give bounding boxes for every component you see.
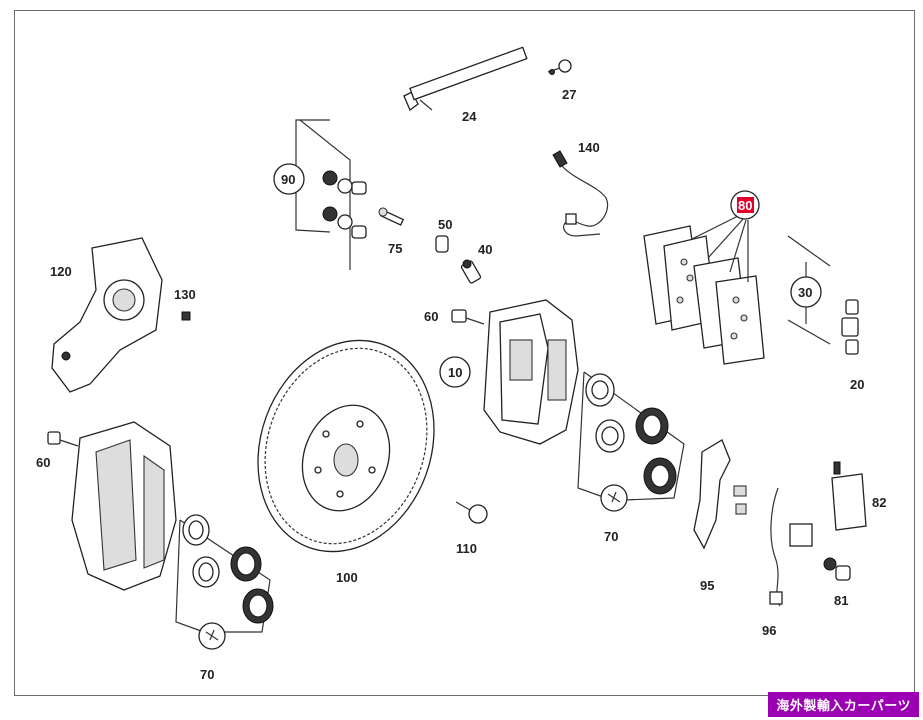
part-24-bolt bbox=[403, 46, 528, 112]
part-10-caliper bbox=[483, 299, 579, 445]
part-30-guide-pins bbox=[787, 235, 831, 345]
part-90-kit bbox=[295, 119, 367, 270]
part-140-wear-sensor bbox=[552, 150, 609, 237]
part-40-bleeder-valve bbox=[460, 259, 482, 284]
callout-110: 110 bbox=[456, 541, 477, 556]
part-82-pad bbox=[831, 461, 867, 531]
part-80-brake-pads bbox=[643, 213, 765, 365]
part-81-screw bbox=[823, 557, 851, 581]
part-60-bolt-lower bbox=[47, 431, 79, 447]
callout-95: 95 bbox=[700, 578, 714, 593]
part-130-screw bbox=[181, 311, 191, 321]
callout-140: 140 bbox=[578, 140, 600, 155]
callout-90-circle bbox=[273, 163, 305, 195]
part-110-bolt bbox=[455, 501, 488, 524]
callout-70-left: 70 bbox=[200, 667, 214, 682]
part-70-seal-kit-right bbox=[577, 371, 685, 512]
callout-96: 96 bbox=[762, 623, 776, 638]
callout-24: 24 bbox=[462, 109, 477, 124]
callout-10-circle bbox=[439, 356, 471, 388]
part-27-screw bbox=[547, 59, 572, 75]
callout-40: 40 bbox=[478, 242, 492, 257]
callout-60-lower: 60 bbox=[36, 455, 50, 470]
callout-130: 130 bbox=[174, 287, 196, 302]
callout-90: 90 bbox=[281, 172, 295, 187]
part-96-spring bbox=[769, 487, 813, 607]
part-70-seal-kit-left bbox=[175, 514, 274, 650]
callout-60-upper: 60 bbox=[424, 309, 438, 324]
part-50-bleeder-cap bbox=[435, 235, 449, 253]
callout-81: 81 bbox=[834, 593, 848, 608]
callout-120: 120 bbox=[50, 264, 72, 279]
callout-75: 75 bbox=[388, 241, 402, 256]
callout-10: 10 bbox=[448, 365, 462, 380]
callout-80-highlight bbox=[737, 197, 754, 213]
watermark-banner: 海外製輸入カーパーツ bbox=[768, 692, 919, 717]
exploded-parts-diagram bbox=[14, 10, 915, 696]
callout-70-right: 70 bbox=[604, 529, 618, 544]
callout-20: 20 bbox=[850, 377, 864, 392]
part-120-dust-shield bbox=[51, 237, 163, 393]
part-95-bracket bbox=[693, 439, 747, 550]
part-100-brake-disc bbox=[257, 339, 435, 553]
part-75-pin bbox=[378, 207, 405, 226]
callout-30-circle bbox=[790, 276, 822, 308]
callout-82: 82 bbox=[872, 495, 886, 510]
callout-50: 50 bbox=[438, 217, 452, 232]
part-60-bolt-upper bbox=[451, 309, 485, 325]
callout-30: 30 bbox=[798, 285, 812, 300]
part-front-caliper bbox=[71, 421, 177, 591]
callout-80: 80 bbox=[738, 198, 752, 213]
callout-100: 100 bbox=[336, 570, 358, 585]
callout-27: 27 bbox=[562, 87, 576, 102]
part-20-spring bbox=[841, 299, 859, 355]
